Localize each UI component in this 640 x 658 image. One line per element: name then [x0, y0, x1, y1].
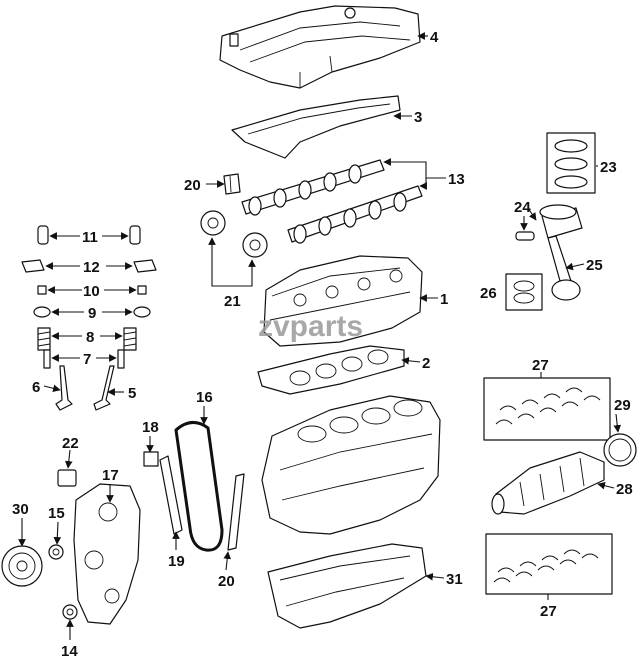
callout-8: 8 — [86, 329, 94, 346]
callout-28: 28 — [616, 481, 633, 498]
crankshaft-part[interactable] — [491, 451, 605, 515]
callout-4: 4 — [430, 29, 439, 46]
callout-14: 14 — [61, 643, 78, 658]
valve-seals-part[interactable] — [43, 349, 125, 369]
callout-21: 21 — [224, 293, 241, 310]
callout-29: 29 — [614, 397, 631, 414]
cam-phasers-part[interactable] — [200, 210, 268, 258]
valve-keepers-part[interactable] — [37, 285, 147, 295]
callout-5: 5 — [128, 385, 136, 402]
oil-pan-part[interactable] — [267, 543, 427, 629]
rocker-arms-part[interactable] — [21, 259, 157, 273]
chain-tensioner-part[interactable] — [143, 451, 159, 467]
callout-1: 1 — [440, 291, 448, 308]
chain-guide-right-part[interactable] — [227, 473, 245, 551]
crank-pulley-part[interactable] — [1, 545, 43, 587]
callout-9: 9 — [88, 305, 96, 322]
cover-component-part[interactable] — [57, 469, 77, 487]
callout-27-top: 27 — [532, 357, 549, 374]
crank-seal-part[interactable] — [62, 604, 78, 620]
callout-12: 12 — [83, 259, 100, 276]
timing-chain-part[interactable] — [174, 421, 224, 552]
callout-23: 23 — [600, 159, 617, 176]
callout-22: 22 — [62, 435, 79, 452]
engine-block-part[interactable] — [261, 395, 441, 535]
front-seal-part[interactable] — [48, 544, 64, 560]
callout-labels: 1 2 3 4 5 6 7 8 9 10 11 12 13 14 15 16 1… — [12, 29, 633, 658]
lash-adjusters-part[interactable] — [37, 225, 141, 245]
callout-17: 17 — [102, 467, 119, 484]
leader-lines — [18, 32, 622, 640]
piston-part[interactable] — [515, 204, 583, 241]
callout-31: 31 — [446, 571, 463, 588]
callout-18: 18 — [142, 419, 159, 436]
callout-7: 7 — [83, 351, 91, 368]
callout-2: 2 — [422, 355, 430, 372]
callout-13: 13 — [448, 171, 465, 188]
callout-6: 6 — [32, 379, 40, 396]
connecting-rod-part[interactable] — [547, 235, 581, 301]
exhaust-valve-part[interactable] — [93, 365, 115, 411]
callout-11: 11 — [82, 229, 98, 246]
head-gasket-part[interactable] — [257, 345, 405, 395]
front-cover-part[interactable] — [73, 483, 141, 625]
valve-cover-part[interactable] — [219, 5, 421, 89]
callout-20-bottom: 20 — [218, 573, 235, 590]
spring-retainers-part[interactable] — [33, 306, 151, 318]
cam-sensor-part[interactable] — [223, 173, 241, 195]
callout-3: 3 — [414, 109, 422, 126]
valve-springs-part[interactable] — [37, 327, 137, 351]
camshafts-part[interactable] — [241, 159, 423, 244]
chain-guide-left-part[interactable] — [159, 455, 183, 535]
callout-24: 24 — [514, 199, 531, 216]
callout-27-bottom: 27 — [540, 603, 557, 620]
callout-26: 26 — [480, 285, 497, 302]
piston-rings-part[interactable] — [546, 132, 596, 194]
callout-19: 19 — [168, 553, 185, 570]
watermark-text: zvparts — [258, 310, 363, 343]
rod-bearing-part[interactable] — [505, 273, 543, 311]
valve-cover-gasket-part[interactable] — [231, 95, 401, 159]
callout-10: 10 — [83, 283, 100, 300]
callout-15: 15 — [48, 505, 65, 522]
intake-valve-part[interactable] — [55, 365, 73, 411]
callout-20-top: 20 — [184, 177, 201, 194]
callout-16: 16 — [196, 389, 213, 406]
rear-main-seal-part[interactable] — [603, 433, 637, 467]
callout-30: 30 — [12, 501, 29, 518]
callout-25: 25 — [586, 257, 603, 274]
main-bearings-lower-part[interactable] — [485, 533, 613, 595]
main-bearings-upper-part[interactable] — [483, 377, 611, 441]
cylinder-head-part[interactable] — [263, 255, 423, 347]
